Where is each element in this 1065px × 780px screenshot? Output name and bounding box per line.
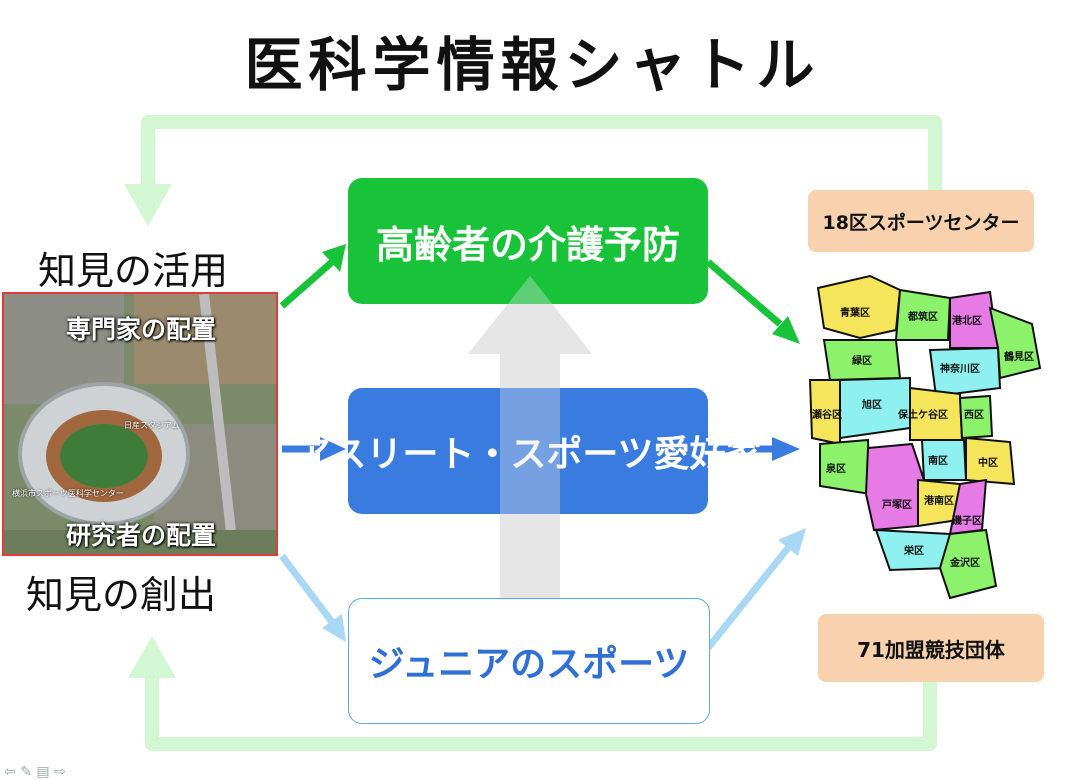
ward-midori: 緑区 [852, 354, 872, 367]
box-athletes-sports-fans: アスリート・スポーツ愛好家 [294, 388, 762, 514]
ward-nishi: 西区 [964, 409, 984, 421]
box-junior-sports: ジュニアのスポーツ [348, 598, 710, 724]
slide-nav: ⇦ ✎ ▤ ⇨ [4, 764, 66, 780]
ward-kanagawa: 神奈川区 [940, 362, 980, 375]
arrow-to-junior [322, 614, 346, 642]
ward-tsurumi: 鶴見区 [1004, 350, 1034, 363]
yokohama-ward-map: 青葉区 都筑区 港北区 鶴見区 緑区 神奈川区 瀬谷区 旭区 保土ケ谷区 西区 … [808, 274, 1042, 600]
ward-izumi: 泉区 [825, 462, 846, 475]
label-71-member-sports-groups: 71加盟競技団体 [818, 614, 1044, 682]
arrow-athlete-to-map [772, 437, 800, 461]
slide-icon[interactable]: ▤ [36, 764, 50, 780]
ward-aoba: 青葉区 [840, 306, 870, 319]
feedback-loop-bottom-head [128, 636, 176, 678]
ward-hodogaya: 保土ケ谷区 [897, 408, 948, 421]
ward-kanazawa: 金沢区 [949, 556, 980, 569]
stadium-image [4, 294, 276, 554]
ward-totsuka: 戸塚区 [882, 498, 912, 511]
map-label-stadium: 日産スタジアム [124, 421, 180, 430]
arrow-junior-to-map [778, 528, 806, 556]
ward-kohoku: 港北区 [952, 314, 982, 327]
feedback-loop-top-head [124, 184, 172, 226]
ward-minami: 南区 [928, 454, 948, 467]
box-elderly-care-prevention: 高齢者の介護予防 [348, 178, 708, 304]
map-label-center: 横浜市スポーツ医科学センター [12, 489, 124, 498]
feedback-loop-bottom [145, 676, 937, 751]
left-arrow-icon[interactable]: ⇦ [4, 764, 16, 780]
ward-konan: 港南区 [924, 494, 954, 507]
arrow-elderly-to-map [772, 316, 800, 344]
ward-isogo: 磯子区 [952, 514, 982, 527]
ward-seya: 瀬谷区 [812, 408, 842, 421]
ward-sakae: 栄区 [903, 544, 924, 557]
feedback-loop-top [141, 115, 942, 190]
ward-asahi: 旭区 [861, 398, 882, 411]
photo-tag-researchers: 研究者の配置 [66, 521, 217, 550]
label-knowledge-use: 知見の活用 [38, 249, 229, 293]
photo-tag-experts: 専門家の配置 [66, 315, 217, 344]
ward-tsuzuki: 都筑区 [907, 310, 938, 323]
page-title: 医科学情報シャトル [244, 31, 821, 99]
pen-icon[interactable]: ✎ [20, 764, 32, 780]
right-arrow-icon[interactable]: ⇨ [54, 764, 66, 780]
label-knowledge-creation: 知見の創出 [26, 573, 217, 617]
ward-naka: 中区 [978, 456, 998, 469]
arrow-to-athlete [320, 437, 346, 461]
label-18-ward-sports-centers: 18区スポーツセンター [808, 190, 1034, 252]
arrow-to-elderly [322, 244, 346, 272]
stadium-aerial-photo: 専門家の配置 日産スタジアム 横浜市スポーツ医科学センター 研究者の配置 [2, 292, 278, 556]
